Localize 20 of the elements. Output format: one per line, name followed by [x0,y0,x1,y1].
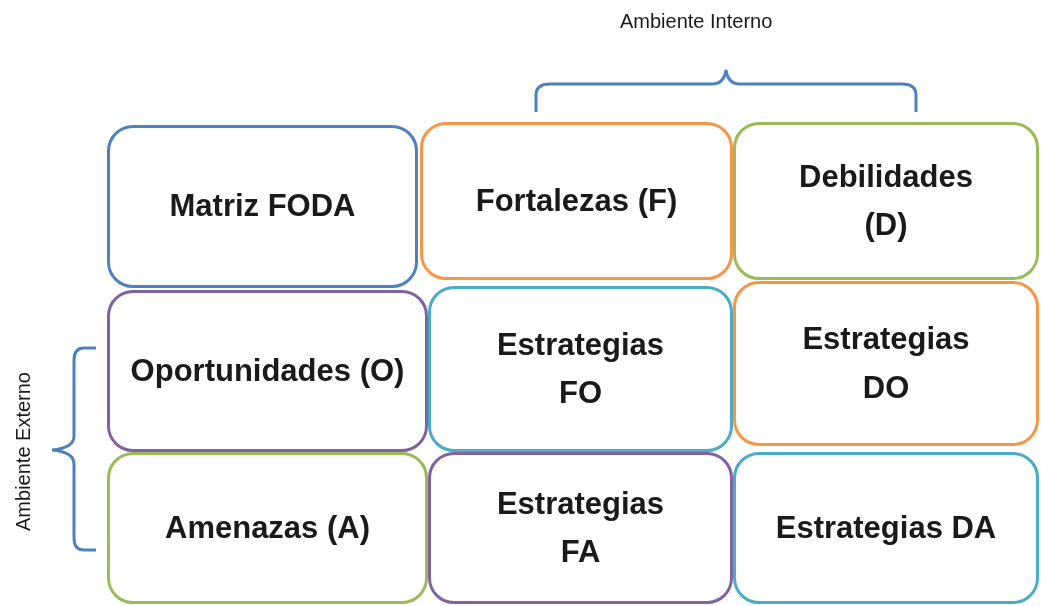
cell-label: Debilidades (D) [798,157,974,244]
matrix-cell [420,122,733,280]
cell-label: Oportunidades (O) [130,351,405,390]
matrix-cell [733,281,1039,446]
matrix-cell [428,452,733,604]
cell-label: Fortalezas (F) [475,181,678,220]
axis-label: Ambiente Interno [620,10,773,33]
cell-label: Estrategias DA [775,508,997,547]
cell-label: Estrategias FO [495,325,666,412]
matrix-cell [107,452,428,604]
cell-label: Matriz FODA [169,187,356,226]
cell-label: Estrategias DO [801,320,971,407]
matrix-cell [733,452,1039,604]
matrix-cell [107,125,418,288]
cell-label: Estrategias FA [495,484,666,571]
axis-label: Ambiente Externo [12,372,35,531]
cell-label: Amenazas (A) [165,508,370,547]
matrix-cell [428,286,733,452]
matrix-cell [107,290,428,452]
matrix-cell [733,122,1039,280]
